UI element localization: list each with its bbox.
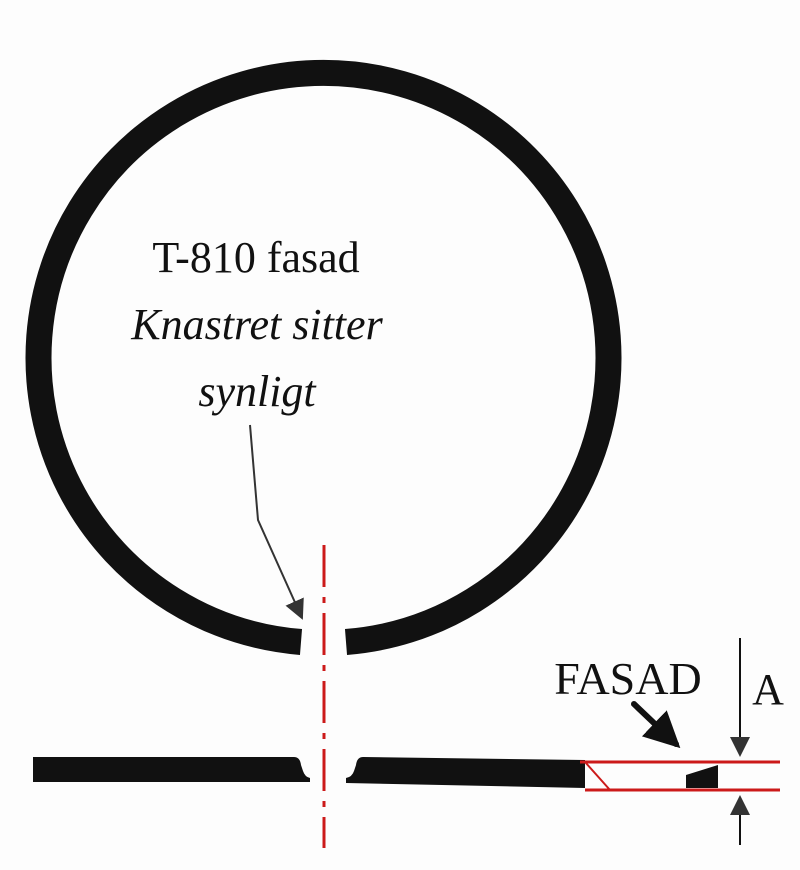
ring-side-right [346,757,585,788]
detail-left-edge [584,761,611,791]
chamfer-wedge [686,765,718,788]
note-line-1: Knastret sitter [130,300,383,349]
fasad-arrow [631,701,681,749]
note-line-2: synligt [198,367,317,416]
fasad-label: FASAD [554,653,701,704]
ring-top-view [25,59,622,655]
ring-side-left [33,757,310,782]
dimension-a-label: A [752,665,784,714]
arrow-icon [249,424,304,620]
model-label: T-810 fasad [152,233,359,282]
